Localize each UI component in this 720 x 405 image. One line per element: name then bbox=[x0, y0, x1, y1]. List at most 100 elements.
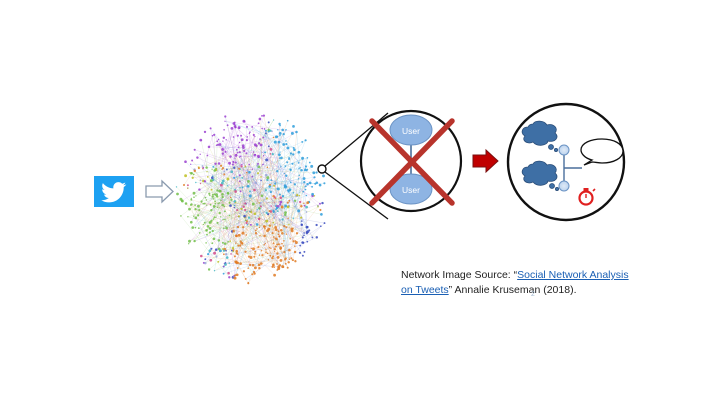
network-node bbox=[256, 209, 258, 211]
network-edge bbox=[234, 156, 259, 276]
network-edge bbox=[258, 236, 275, 265]
network-node bbox=[205, 228, 208, 232]
network-node bbox=[281, 242, 283, 245]
network-node bbox=[283, 172, 286, 175]
network-node bbox=[223, 205, 226, 208]
caption-suffix: ” Annalie Kruseman (2018). bbox=[448, 284, 577, 296]
network-node bbox=[211, 242, 214, 245]
network-node bbox=[265, 211, 268, 215]
network-node bbox=[294, 241, 298, 244]
network-node bbox=[246, 211, 248, 213]
network-node bbox=[221, 203, 224, 207]
network-edge bbox=[240, 156, 280, 159]
network-node bbox=[264, 242, 266, 244]
network-edge bbox=[241, 182, 311, 244]
network-edge bbox=[204, 191, 304, 223]
network-node bbox=[258, 117, 262, 121]
network-edge bbox=[192, 187, 241, 228]
network-node bbox=[315, 181, 319, 185]
network-edge bbox=[295, 235, 305, 242]
network-node bbox=[205, 166, 208, 169]
network-edge bbox=[195, 166, 246, 197]
network-node bbox=[241, 242, 244, 245]
network-node bbox=[212, 204, 216, 208]
network-node bbox=[208, 221, 211, 224]
red-arrow-icon bbox=[472, 148, 499, 174]
network-node bbox=[187, 187, 189, 189]
network-edge bbox=[271, 205, 307, 234]
network-node bbox=[231, 163, 234, 166]
network-node bbox=[277, 267, 281, 271]
network-node bbox=[273, 140, 277, 144]
network-node bbox=[248, 263, 252, 267]
network-node bbox=[263, 243, 266, 246]
network-node bbox=[276, 252, 279, 255]
network-node bbox=[292, 240, 295, 243]
network-node bbox=[254, 250, 257, 253]
network-node bbox=[193, 215, 195, 218]
source-link[interactable]: Social Network Analysis on Tweets bbox=[401, 269, 629, 296]
network-node bbox=[243, 149, 246, 152]
network-node bbox=[253, 143, 257, 147]
network-node bbox=[286, 189, 289, 192]
network-node bbox=[217, 138, 220, 141]
network-edge bbox=[241, 131, 297, 165]
network-node bbox=[195, 195, 197, 197]
network-edge bbox=[222, 149, 245, 217]
network-edge bbox=[223, 202, 308, 220]
network-node bbox=[225, 226, 228, 230]
network-node bbox=[259, 170, 261, 172]
network-node bbox=[249, 131, 251, 133]
network-edge bbox=[248, 140, 306, 283]
network-node bbox=[297, 209, 301, 213]
network-node bbox=[240, 165, 243, 168]
network-edge bbox=[298, 203, 321, 212]
network-node bbox=[281, 231, 284, 235]
network-node bbox=[228, 262, 231, 264]
network-edge bbox=[243, 121, 264, 138]
network-edge bbox=[222, 136, 278, 150]
network-node bbox=[248, 190, 252, 193]
network-node bbox=[239, 186, 241, 189]
network-node bbox=[197, 214, 200, 217]
network-edge bbox=[229, 161, 234, 203]
network-edge bbox=[212, 155, 264, 177]
thought-cloud-top bbox=[521, 120, 559, 152]
network-node bbox=[227, 240, 230, 243]
network-edge bbox=[216, 145, 280, 155]
network-node bbox=[229, 240, 232, 243]
network-edge bbox=[217, 122, 235, 191]
network-node bbox=[271, 256, 274, 260]
network-node bbox=[303, 232, 305, 234]
network-edge bbox=[282, 158, 303, 267]
network-node bbox=[246, 170, 249, 172]
network-edge bbox=[274, 206, 302, 225]
network-edge bbox=[245, 220, 279, 232]
network-edge bbox=[230, 151, 254, 242]
network-node bbox=[252, 247, 255, 251]
network-node bbox=[238, 196, 241, 199]
network-node bbox=[279, 134, 281, 137]
network-node bbox=[232, 160, 235, 164]
network-edge bbox=[218, 123, 259, 164]
network-node bbox=[280, 165, 282, 167]
network-node bbox=[301, 254, 304, 257]
network-node bbox=[270, 205, 272, 207]
network-edge bbox=[216, 129, 287, 257]
network-node bbox=[284, 211, 287, 214]
network-edge bbox=[223, 251, 296, 274]
network-node bbox=[192, 191, 196, 195]
network-edge bbox=[278, 187, 286, 235]
network-node bbox=[280, 205, 284, 209]
network-node bbox=[265, 251, 267, 254]
network-node bbox=[278, 122, 281, 126]
network-node bbox=[245, 139, 248, 142]
network-edge bbox=[185, 203, 225, 255]
network-node bbox=[279, 246, 283, 250]
network-edge bbox=[259, 208, 280, 237]
network-node bbox=[265, 226, 267, 228]
network-edge bbox=[215, 158, 236, 218]
network-node bbox=[304, 188, 307, 191]
network-node bbox=[221, 152, 224, 155]
network-node bbox=[206, 204, 208, 206]
